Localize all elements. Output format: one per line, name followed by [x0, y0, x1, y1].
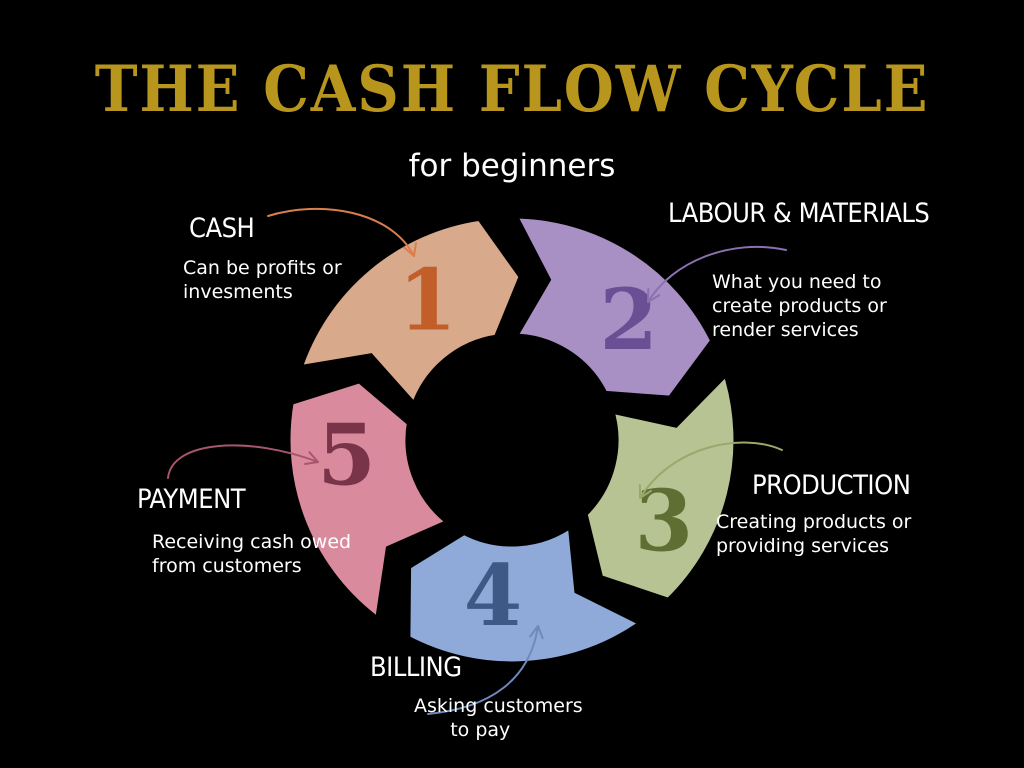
step-1-arrow	[267, 207, 415, 257]
step-1-description: Can be profits or invesments	[183, 257, 342, 303]
cycle-segment-2	[504, 209, 721, 405]
step-1-number: 1	[398, 250, 456, 349]
step-4-number: 4	[464, 546, 522, 645]
step-2-arrow	[647, 245, 787, 303]
step-5-arrow	[167, 444, 319, 479]
cycle-segment-5	[281, 373, 461, 631]
step-4-arrowhead	[529, 625, 544, 640]
step-4-arrow	[427, 625, 539, 715]
step-5-label: PAYMENT	[137, 484, 246, 515]
page-title: THE CASH FLOW CYCLE	[94, 52, 930, 127]
callout-arrows	[167, 207, 787, 715]
step-2-arrowhead	[647, 288, 661, 303]
cycle-segment-4	[401, 514, 654, 671]
step-1-arrowhead	[403, 242, 417, 257]
step-5-description: Receiving cash owed from customers	[152, 531, 352, 577]
cycle-center-hole	[412, 340, 612, 540]
step-2-label: LABOUR & MATERIALS	[668, 198, 930, 229]
cycle-segment-1	[290, 211, 529, 418]
cycle-segments	[281, 209, 743, 671]
step-3-number: 3	[635, 472, 693, 571]
step-3-label: PRODUCTION	[752, 470, 911, 501]
step-3-arrow	[639, 441, 783, 499]
cycle-step-numbers: 1 2 3 45	[317, 250, 693, 644]
step-2-number: 2	[599, 270, 657, 369]
step-3-arrowhead	[638, 484, 652, 499]
step-3-description: Creating products or providing services	[716, 511, 912, 557]
step-5-number: 5	[317, 406, 375, 505]
step-1-label: CASH	[189, 213, 255, 244]
step-2-description: What you need to create products or rend…	[712, 271, 887, 341]
page-subtitle: for beginners	[408, 148, 616, 184]
step-4-label: BILLING	[370, 652, 462, 683]
step-5-arrowhead	[304, 451, 319, 465]
step-4-description: Asking customers to pay	[414, 695, 583, 741]
